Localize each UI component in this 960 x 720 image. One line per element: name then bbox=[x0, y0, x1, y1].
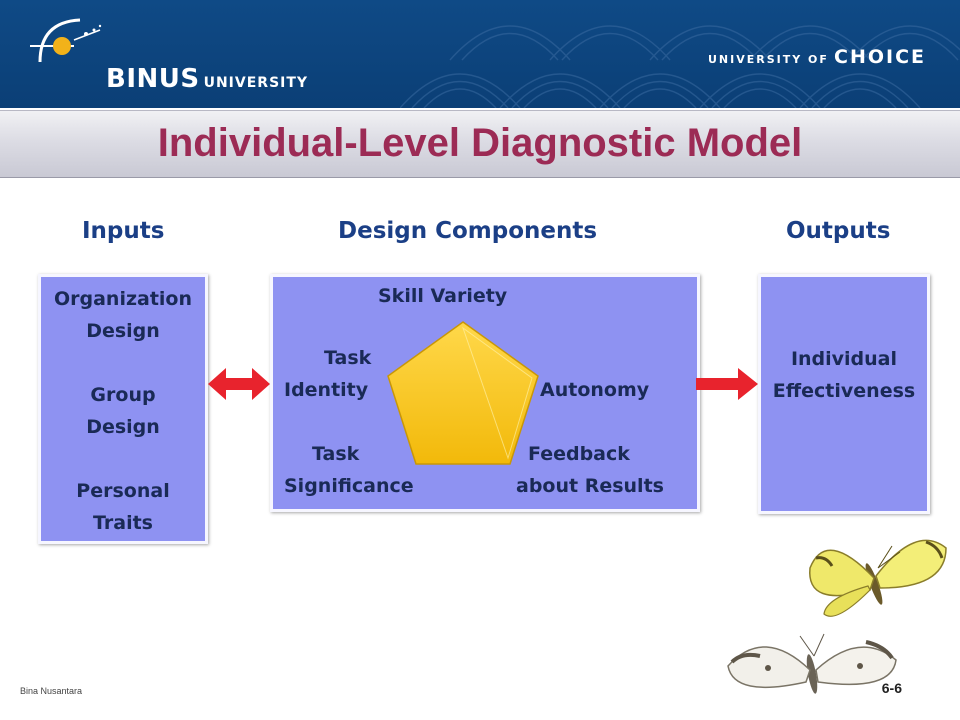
label-task-identity-line1: Task bbox=[324, 347, 372, 369]
heading-inputs: Inputs bbox=[82, 218, 165, 244]
input-line: Organization bbox=[53, 288, 193, 310]
inputs-box: Organization Design Group Design Persona… bbox=[38, 274, 208, 544]
logo-suffix: UNIVERSITY bbox=[203, 75, 309, 91]
heading-outputs: Outputs bbox=[786, 218, 891, 244]
heading-design-components: Design Components bbox=[338, 218, 598, 244]
tagline-big: CHOICE bbox=[834, 46, 926, 68]
yellow-butterfly-icon bbox=[809, 539, 947, 617]
input-line: Design bbox=[86, 320, 160, 342]
output-line: Effectiveness bbox=[772, 380, 916, 402]
label-feedback-line2: about Results bbox=[516, 475, 664, 497]
pentagon-shape bbox=[387, 321, 539, 465]
label-autonomy: Autonomy bbox=[540, 379, 650, 401]
input-spacer bbox=[41, 443, 205, 475]
white-butterfly-icon bbox=[727, 633, 897, 694]
title-bar bbox=[0, 110, 960, 178]
label-feedback-line1: Feedback bbox=[528, 443, 630, 465]
tagline: UNIVERSITY OF CHOICE bbox=[708, 46, 926, 68]
logo-emblem-icon bbox=[30, 18, 102, 63]
label-task-identity-line2: Identity bbox=[284, 379, 369, 401]
input-line: Personal bbox=[76, 480, 170, 502]
label-task-significance-line2: Significance bbox=[284, 475, 414, 497]
input-line: Design bbox=[86, 416, 160, 438]
label-skill-variety: Skill Variety bbox=[378, 285, 508, 307]
input-line: Traits bbox=[93, 512, 153, 534]
input-line: Group bbox=[90, 384, 156, 406]
input-spacer bbox=[41, 347, 205, 379]
header-wave-pattern bbox=[400, 25, 960, 108]
logo-name: BINUS bbox=[106, 64, 200, 94]
slide-title: Individual-Level Diagnostic Model bbox=[157, 121, 803, 165]
outputs-box: Individual Effectiveness bbox=[758, 274, 930, 514]
right-arrow-icon bbox=[696, 368, 758, 400]
tagline-small: UNIVERSITY OF bbox=[707, 53, 829, 66]
double-arrow-icon bbox=[208, 368, 270, 400]
footer-note: Bina Nusantara bbox=[20, 686, 83, 696]
page-number: 6-6 bbox=[881, 680, 902, 696]
output-line: Individual bbox=[790, 348, 898, 370]
label-task-significance-line1: Task bbox=[312, 443, 360, 465]
